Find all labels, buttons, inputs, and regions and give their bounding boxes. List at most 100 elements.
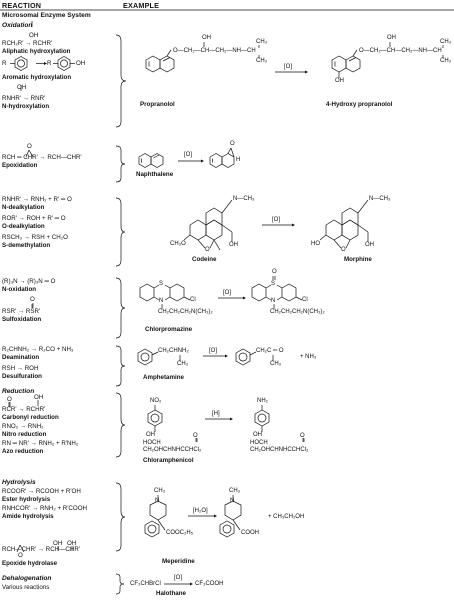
odeal-label: O-dealkylation xyxy=(2,223,45,230)
chlorpromazine-sulfoxide-structure xyxy=(251,276,303,309)
morphine-oh: OH xyxy=(365,242,374,248)
brace-hydrolysis xyxy=(115,482,126,552)
halothane-reactant: CF₃CHBrCl xyxy=(130,581,161,587)
cpzo-s: S xyxy=(271,281,276,287)
codeine-o: O xyxy=(205,247,210,253)
amide-label: Amide hydrolysis xyxy=(2,513,54,520)
epoxh-label: Epoxide hydrolase xyxy=(2,560,58,567)
arrow-o-label-3: [O] xyxy=(272,217,281,223)
ester-formula: RCOOR′ → RCOOH + R′OH xyxy=(2,488,81,495)
caption-chlorpromazine: Chlorpromazine xyxy=(145,326,193,333)
cpzo-side-chain: CH₂CH₂CH₂N(CH₃)₂ xyxy=(270,309,325,315)
example-column-header: EXAMPLE xyxy=(123,1,160,10)
mep-n: N xyxy=(155,498,160,504)
epoxh-oh2: OH xyxy=(67,540,77,547)
nox-formula: (R)₃N → (R)₃N ═ O xyxy=(2,278,56,285)
arom-r1: R xyxy=(2,60,7,67)
carb-o: O xyxy=(7,396,12,403)
meperidine-structure xyxy=(144,495,167,538)
epox-formula: RCH ═ CHR′ → RCH—CHR′ xyxy=(2,154,82,161)
amph-nh3: + NH₃ xyxy=(300,354,317,360)
brace-deamination xyxy=(115,345,126,387)
morphine-n-ch3: N—CH₃ xyxy=(369,196,391,202)
propranolol-structure xyxy=(145,42,260,73)
chl-o: O xyxy=(193,433,198,439)
cpz-side-chain: CH₂CH₂CH₂N(CH₃)₂ xyxy=(158,309,213,315)
brace-noxidation xyxy=(115,277,126,339)
amphetamine-structure xyxy=(137,348,181,366)
brace-dealkylation xyxy=(115,197,126,267)
caption-halothane: Halothane xyxy=(156,590,186,597)
chloramphenicol-structure xyxy=(147,405,198,442)
arrow-o-label-2: [O] xyxy=(184,152,193,158)
chl-hoch: HOCH xyxy=(143,440,161,446)
carb-label: Carbonyl reduction xyxy=(2,414,59,421)
amph-prod-ch3: CH₃ xyxy=(270,361,282,367)
epoxh-o: O xyxy=(18,552,23,559)
arrow-o-label-5: [O] xyxy=(209,348,218,354)
azo-label: Azo reduction xyxy=(2,448,44,455)
achl-hoch: HOCH xyxy=(250,440,268,446)
various-reactions: Various reactions xyxy=(2,584,50,591)
carb-oh: OH xyxy=(34,394,44,401)
aliph-label: Aliphatic hydroxylation xyxy=(2,48,71,55)
morphine-ho: HO xyxy=(311,241,320,247)
prop-oh: OH xyxy=(202,35,211,41)
sdem-label: S-demethylation xyxy=(2,242,51,249)
achl-chain: CH₂OHCHNHCCHCl₂ xyxy=(250,447,309,453)
nitro-label: Nitro reduction xyxy=(2,431,47,438)
epoxide-h: H xyxy=(236,157,241,163)
ndeal-formula: RNHR′ → RNH₂ + R′ ═ O xyxy=(2,196,72,203)
arrow-h2o-label: [H₂O] xyxy=(193,508,208,514)
nhyd-formula: RNHR′ → RNR′ xyxy=(2,95,46,102)
cpzo-cl: Cl xyxy=(302,297,308,303)
mepa-ch3: CH₃ xyxy=(229,488,241,494)
epox-label: Epoxidation xyxy=(2,162,38,169)
brace-epoxidation xyxy=(115,145,126,183)
sdem-formula: RSCH₃ → RSH + CH₂O xyxy=(2,234,68,241)
mepa-cooh: COOH xyxy=(241,530,259,536)
cpz-n: N xyxy=(159,298,164,304)
naphthalene-structure xyxy=(138,153,164,168)
morphine-o: O xyxy=(341,247,346,253)
amide-formula: RNHCOR′ → RNH₂ + R′COOH xyxy=(2,505,87,512)
arrow-h-label: [H] xyxy=(212,411,220,417)
amph-ch3: CH₃ xyxy=(177,361,189,367)
caption-naphthalene: Naphthalene xyxy=(136,171,174,178)
meperidinic-acid-structure xyxy=(219,495,242,538)
desulf-formula: RSH → ROH xyxy=(2,365,39,372)
achl-oh: OH xyxy=(253,432,262,438)
ndeal-label: N-dealkylation xyxy=(2,204,45,211)
sulf-label: Sulfoxidation xyxy=(2,316,42,323)
achl-nh2: NH₂ xyxy=(257,398,268,404)
prop-ch3-top: CH₃ xyxy=(256,39,268,45)
cpzo-o: O xyxy=(272,269,277,275)
arom-label: Aromatic hydroxylation xyxy=(2,74,72,81)
chl-chain: CH₂OHCHNHCCHCl₂ xyxy=(143,447,202,453)
caption-hydroxy-propranolol: 4-Hydroxy propranolol xyxy=(326,101,393,108)
epoxh-oh1: OH xyxy=(53,540,63,547)
codeine-n-ch3: N—CH₃ xyxy=(233,196,255,202)
hprop-ch3-bottom: CH₃ xyxy=(440,58,452,64)
prop-chain: O—CH₂—CH—CH₂—NH—CH xyxy=(173,48,256,54)
cpz-cl: Cl xyxy=(190,297,196,303)
reaction-column-header: REACTION xyxy=(2,1,42,10)
mep-etoh: + CH₃CH₂OH xyxy=(268,514,305,520)
hprop-ch3-top: CH₃ xyxy=(440,39,452,45)
hydroxy-propranolol-structure xyxy=(331,42,444,78)
naphthalene-epoxide-structure xyxy=(209,147,235,168)
sulf-formula: RSR′ → RSR′ xyxy=(2,308,41,315)
brace-hydroxylation xyxy=(115,34,127,128)
cpz-s: S xyxy=(159,281,164,287)
caption-amphetamine: Amphetamine xyxy=(143,374,184,381)
nitro-formula: RNO₂ → RNH₂ xyxy=(2,423,44,430)
arom-oh: OH xyxy=(76,60,86,67)
caption-codeine: Codeine xyxy=(192,256,217,263)
brace-dehalogenation xyxy=(115,573,125,595)
chl-oh: OH xyxy=(146,432,155,438)
subtitle: Microsomal Enzyme System xyxy=(2,12,91,19)
nhyd-label: N-hydroxylation xyxy=(2,103,50,110)
section-hydrolysis: Hydrolysis xyxy=(2,479,36,486)
